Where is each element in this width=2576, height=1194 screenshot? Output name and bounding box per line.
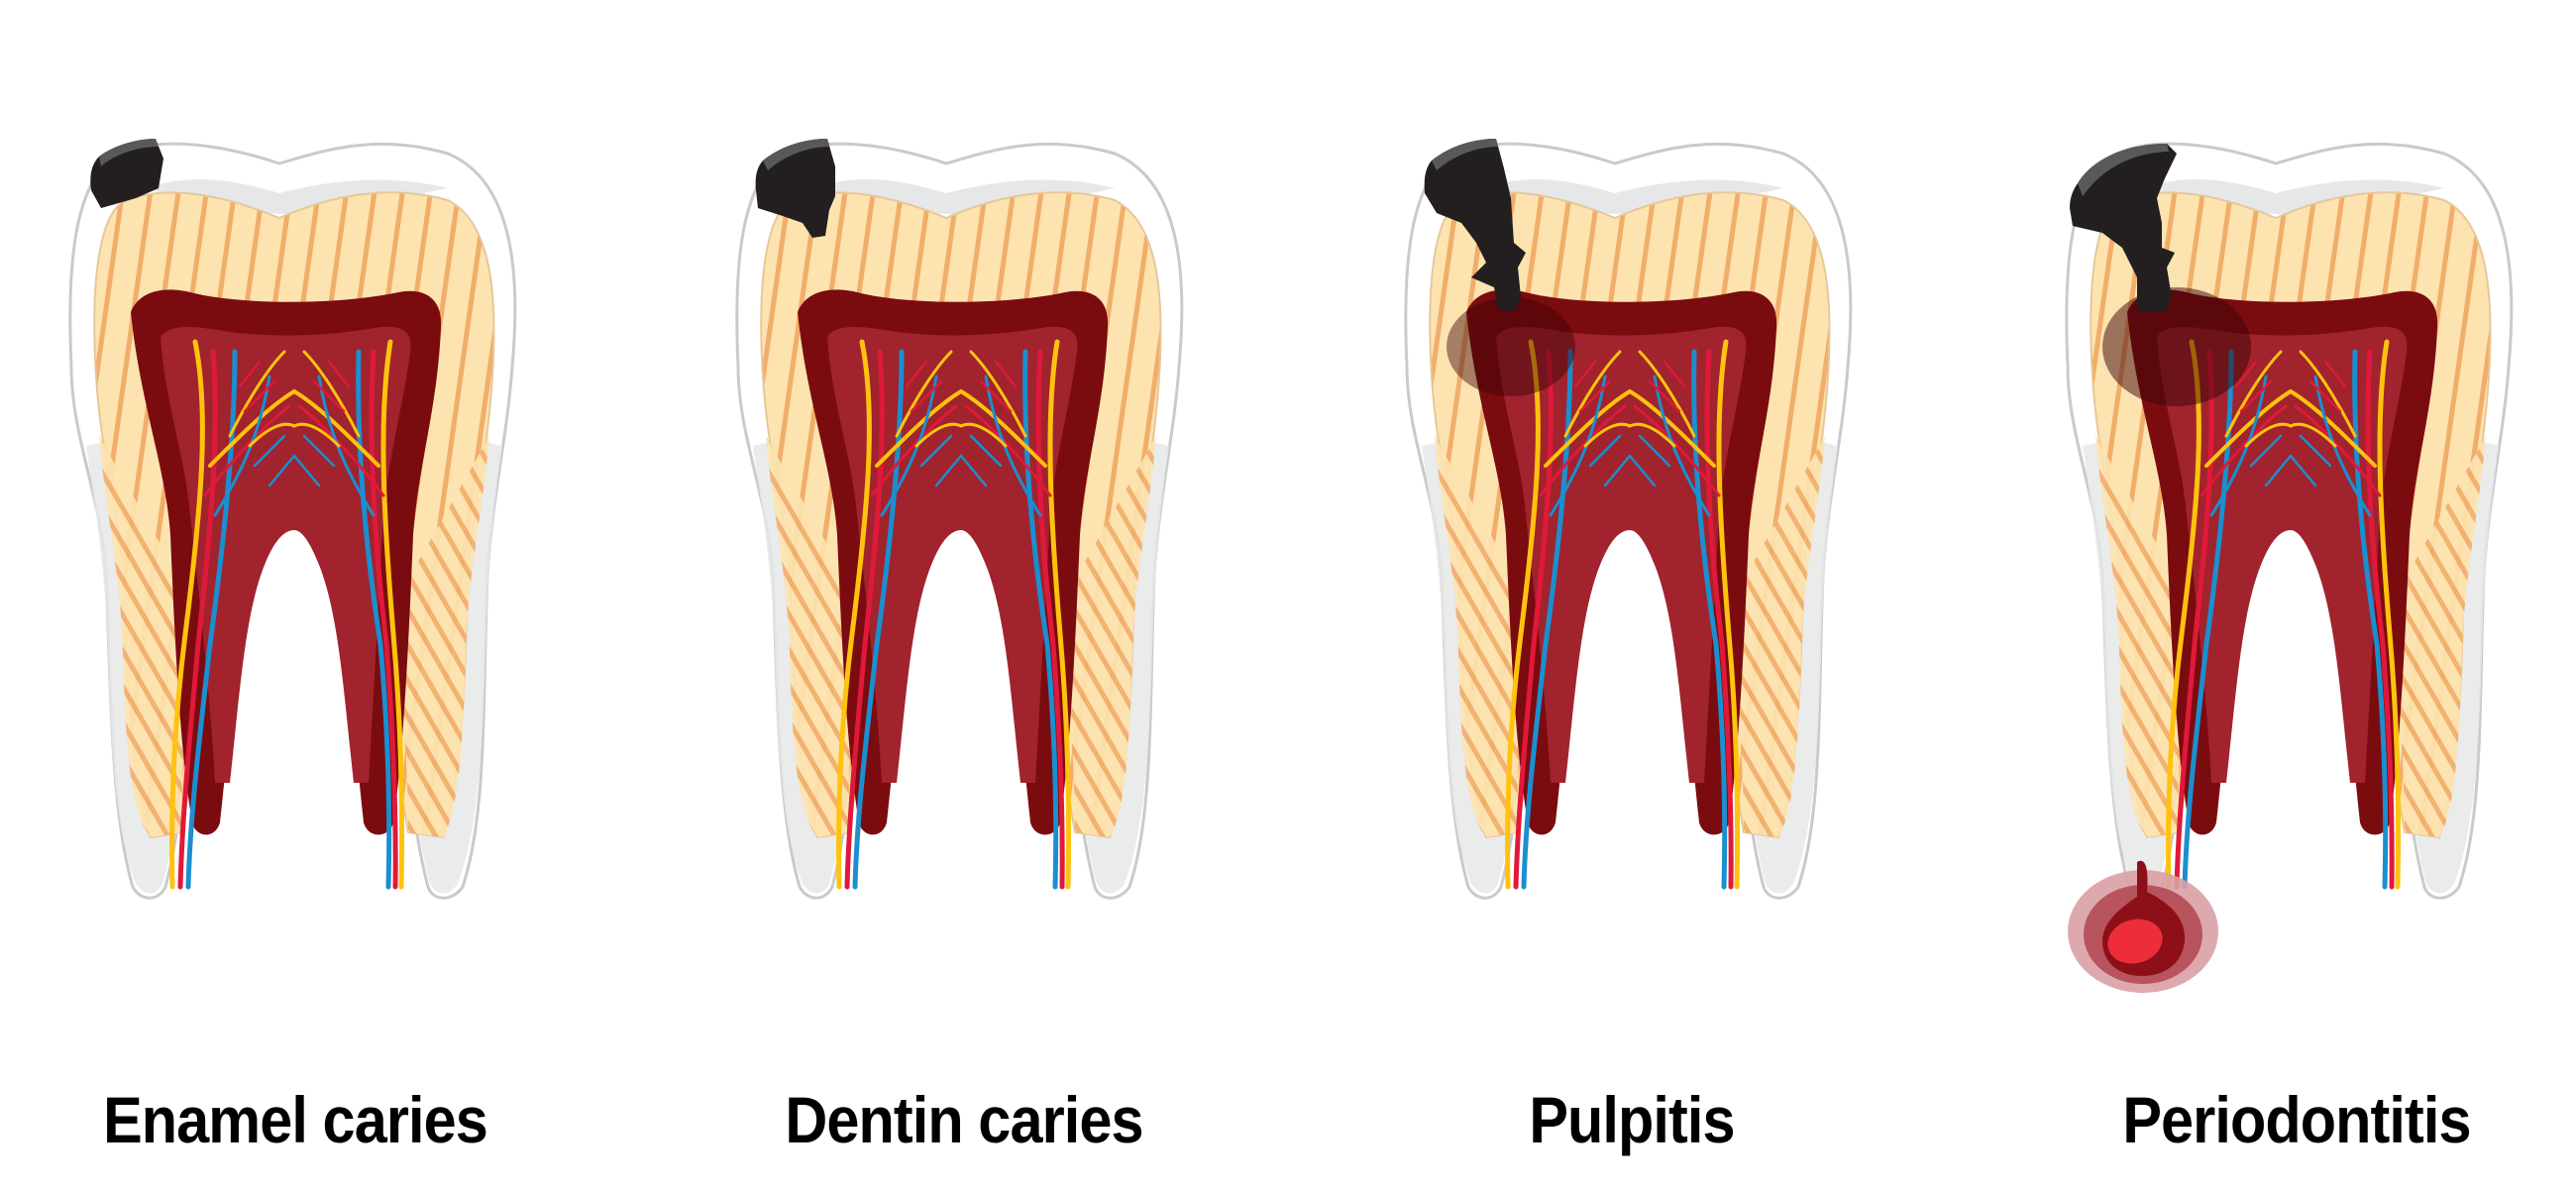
inflamed-pulp bbox=[1447, 297, 1575, 396]
periodontal-cavity bbox=[2070, 144, 2177, 312]
abscess bbox=[2068, 860, 2218, 993]
inflamed-pulp bbox=[2102, 287, 2251, 406]
label-enamel-caries: Enamel caries bbox=[103, 1083, 488, 1156]
label-periodontitis: Periodontitis bbox=[2122, 1083, 2471, 1156]
label-dentin-caries: Dentin caries bbox=[785, 1083, 1143, 1156]
tooth-periodontitis bbox=[2067, 144, 2512, 993]
tooth-pulpitis bbox=[1406, 139, 1851, 898]
tooth-dentin-caries bbox=[737, 139, 1182, 898]
pulp-cavity bbox=[1424, 139, 1526, 312]
label-pulpitis: Pulpitis bbox=[1529, 1083, 1735, 1156]
tooth-enamel-caries bbox=[70, 139, 515, 898]
